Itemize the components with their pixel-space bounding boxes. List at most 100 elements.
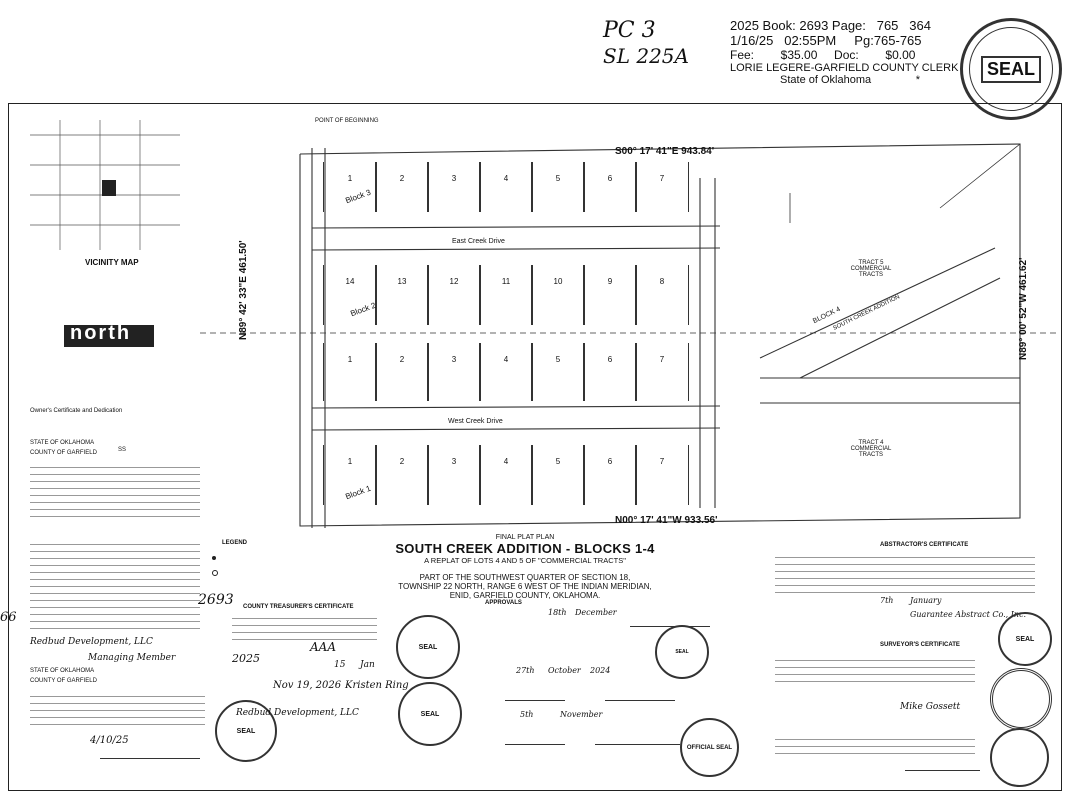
approval-sig-line-4 [505,744,565,745]
engineer-seal: SEAL [655,625,709,679]
legend-circle [212,570,218,576]
lot-number: 6 [607,355,613,364]
county-clerk-seal: SEAL [960,18,1062,120]
lot: 9 [583,265,637,325]
lot-number: 11 [501,277,511,286]
lot: 4 [479,445,533,505]
lot: 2 [375,445,429,505]
approval-day-27: 27th [516,666,535,675]
lot-number: 4 [503,355,509,364]
lot-number: 4 [503,174,509,183]
surveyor-seal [990,668,1052,730]
recording-stamp: 2025 Book: 2693 Page: 765 364 1/16/25 02… [730,18,958,86]
stamp-line-5: State of Oklahoma [780,74,872,86]
lot-number: 3 [451,174,457,183]
bearing-right: N89° 00' 52"W 461.62' [1018,257,1029,360]
notary-seal-left-text: SEAL [236,727,256,735]
approval-month-dec: December [575,608,617,617]
lot: 2 [375,343,429,401]
bearing-left: N89° 42' 33"E 461.50' [238,240,249,340]
lot-number: 5 [555,355,561,364]
title-block: FINAL PLAT PLAN SOUTH CREEK ADDITION - B… [360,534,690,600]
lot: 1 [323,343,377,401]
stamp-line-1: 2025 Book: 2693 Page: 765 364 [730,18,931,33]
lot-number: 7 [659,457,665,466]
commission-expires: Nov 19, 2026 [273,680,342,691]
lot: 5 [531,162,585,212]
lot: 7 [635,162,689,212]
margin-annotation-66: 66 [0,610,17,625]
legend-dot [212,556,216,560]
notary-seal-left: SEAL [215,700,277,762]
treasurer-text [232,614,377,644]
stamp-line-3: Fee: $35.00 Doc: $0.00 [730,48,916,62]
lot: 6 [583,343,637,401]
lot-number: 7 [659,174,665,183]
abstractor-day: 7th [880,596,894,605]
abstractor-text [775,553,1035,593]
owner-certificate-title: Owner's Certificate and Dedication [30,408,123,414]
east-creek-drive: East Creek Drive [452,238,505,245]
day-15: 15 [334,660,346,670]
lot-number: 5 [555,174,561,183]
lot-number: 13 [397,277,407,286]
plat-title: SOUTH CREEK ADDITION - BLOCKS 1-4 [395,541,655,556]
city-seal-text: OFFICIAL SEAL [686,744,733,751]
lot-number: 12 [449,277,459,286]
month-jan: Jan [360,660,375,670]
lot: 4 [479,162,533,212]
county-label-2: COUNTY OF GARFIELD [30,678,97,684]
lot: 1 [323,445,377,505]
approval-month-nov: November [560,710,603,719]
abstractor-seal-text: SEAL [1015,635,1035,643]
abstractor-month: January [910,596,942,605]
lot: 6 [583,162,637,212]
lot: 3 [427,343,481,401]
lot-number: 2 [399,355,405,364]
lot-number: 3 [451,457,457,466]
point-of-beginning: POINT OF BEGINNING [315,118,379,124]
abstractor-guarantee: Guarantee Abstract Co., Inc. [910,610,1027,619]
approval-month-oct: October [548,666,581,675]
lot: 13 [375,265,429,325]
abstractor-seal: SEAL [998,612,1052,666]
annotation-2025: 2025 [232,652,260,665]
approval-day-5: 5th [520,710,534,719]
county-label: COUNTY OF GARFIELD [30,450,97,456]
plat-subtitle: A REPLAT OF LOTS 4 AND 5 OF "COMMERCIAL … [424,556,626,565]
margin-annotation-2693: 2693 [198,592,234,608]
lot-number: 2 [399,174,405,183]
state-label-2: STATE OF OKLAHOMA [30,668,95,674]
treasurer-title: COUNTY TREASURER'S CERTIFICATE [243,604,354,610]
owner-text [30,463,200,533]
developer-signature-header: Redbud Development, LLC [30,637,153,647]
tract5-label: TRACT 5 COMMERCIAL TRACTS [850,260,892,278]
bearing-top: S00° 17' 41"E 943.84' [615,146,715,157]
plat-drawing [200,143,1060,528]
approval-sig-line-2 [505,700,565,701]
lot: 8 [635,265,689,325]
lot-number: 2 [399,457,405,466]
surveyor-signature: Mike Gossett [900,702,961,712]
lot: 11 [479,265,533,325]
bearing-bottom: N00° 17' 41"W 933.56' [615,515,718,526]
stamp-line-2: 1/16/25 02:55PM Pg:765-765 [730,33,922,48]
approval-day-18: 18th [548,608,567,617]
notary-signature-line [100,758,200,759]
notary-seal-mid-text: SEAL [420,710,440,718]
state-label: STATE OF OKLAHOMA [30,440,95,446]
annotation-sl: SL 225A [603,44,689,68]
north-label: north [70,322,132,344]
lot: 4 [479,343,533,401]
notary-kristen: Kristen Ring [345,680,409,691]
city-seal: OFFICIAL SEAL [680,718,739,777]
plat-desc-1: PART OF THE SOUTHWEST QUARTER OF SECTION… [419,573,631,582]
lot: 1 [323,162,377,212]
lot-number: 1 [347,457,353,466]
lot-number: 9 [607,277,613,286]
surveyor-title: SURVEYOR'S CERTIFICATE [880,642,960,648]
approvals-title: APPROVALS [485,600,522,606]
signature-aaa: AAA [310,640,336,654]
surveyor-notary-text [775,735,975,755]
treasurer-seal: SEAL [396,615,460,679]
